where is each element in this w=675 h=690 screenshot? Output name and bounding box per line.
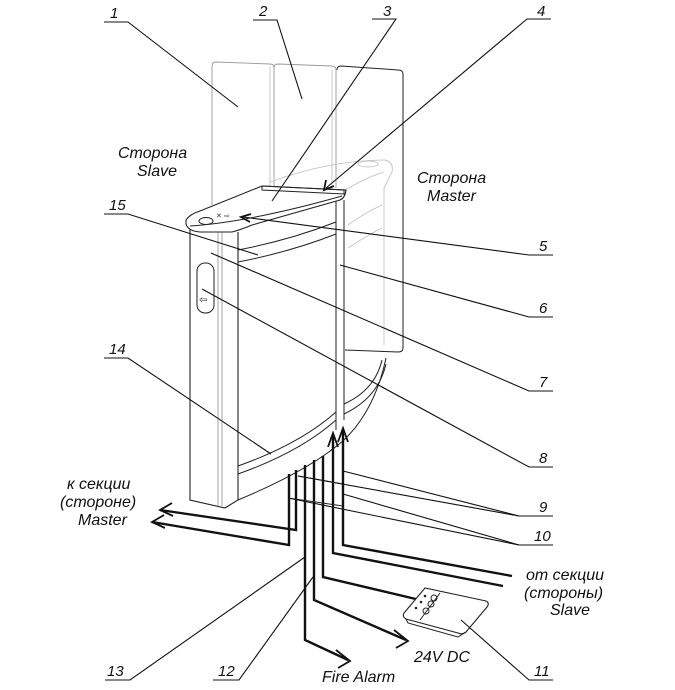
indicator-icon — [198, 217, 214, 225]
rear-pillar — [335, 200, 345, 430]
to-master-label-1: к секции — [67, 476, 131, 493]
to-master-label-3: Master — [78, 512, 128, 529]
from-slave-label-1: от секции — [526, 567, 604, 584]
leader-3 — [271, 18, 398, 202]
callout-3: 3 — [383, 3, 392, 20]
to-master-label-2: (стороне) — [60, 494, 136, 511]
cable-to-master-1 — [159, 470, 298, 532]
callout-14: 14 — [109, 341, 126, 358]
display-strip — [261, 185, 345, 195]
front-pillar — [189, 228, 239, 509]
cable-remote — [321, 456, 421, 602]
callout-6: 6 — [539, 300, 548, 317]
leader-2 — [253, 19, 303, 100]
callout-4: 4 — [537, 3, 545, 20]
cable-from-slave-1 — [331, 435, 504, 588]
callout-numbers: 1 2 3 4 5 6 7 8 9 10 11 12 13 14 15 — [107, 3, 551, 680]
leader-6 — [339, 264, 553, 318]
power-label: 24V DC — [413, 649, 470, 666]
labels: Сторона Slave Сторона Master к секции (с… — [60, 145, 604, 686]
remote-control — [402, 587, 489, 638]
arrow-icon: ⇦ — [199, 295, 207, 306]
leader-9a — [342, 470, 553, 517]
leader-9b — [297, 475, 520, 517]
leader-7 — [210, 252, 553, 392]
leader-14 — [104, 357, 272, 455]
callout-13: 13 — [107, 663, 124, 680]
leader-11 — [460, 619, 553, 681]
callout-1: 1 — [110, 5, 118, 22]
slave-side-label-2: Slave — [137, 163, 177, 180]
callout-8: 8 — [539, 450, 548, 467]
leaders — [104, 18, 553, 681]
leader-10b — [287, 497, 520, 546]
leader-12 — [213, 576, 314, 681]
master-side-label-2: Master — [427, 188, 477, 205]
callout-10: 10 — [534, 528, 551, 545]
from-slave-label-3: Slave — [550, 602, 590, 619]
callout-11: 11 — [534, 663, 550, 680]
leader-10a — [342, 493, 553, 546]
from-slave-label-2: (стороны) — [524, 585, 603, 602]
leader-1 — [104, 21, 239, 108]
leader-4 — [325, 18, 551, 189]
cable-from-slave-2 — [341, 430, 513, 578]
glass-panel-1 — [211, 61, 275, 205]
fire-alarm-label: Fire Alarm — [322, 669, 395, 686]
callout-5: 5 — [539, 238, 548, 255]
master-side-label-1: Сторона — [417, 170, 486, 187]
callout-2: 2 — [258, 3, 268, 20]
slave-side-label-1: Сторона — [118, 145, 187, 162]
direction-icon: ✕ ⇨ — [216, 212, 230, 220]
leader-13 — [105, 556, 306, 681]
glass-panels — [211, 61, 404, 353]
card-reader-window — [196, 262, 215, 314]
cable-24v — [312, 460, 407, 642]
leader-8 — [201, 288, 553, 468]
leader-15 — [104, 213, 259, 256]
glass-panel-master — [336, 65, 404, 353]
slave-section: ✕ ⇨ ⇦ — [185, 185, 387, 509]
top-cover — [185, 185, 347, 233]
callout-9: 9 — [539, 499, 548, 516]
glass-panel-2 — [273, 63, 337, 188]
callout-7: 7 — [539, 374, 548, 391]
master-section-ghost — [269, 159, 393, 345]
cable-fire-alarm — [303, 465, 349, 662]
callout-12: 12 — [218, 663, 235, 680]
leader-5 — [242, 216, 553, 256]
callout-15: 15 — [109, 197, 126, 214]
